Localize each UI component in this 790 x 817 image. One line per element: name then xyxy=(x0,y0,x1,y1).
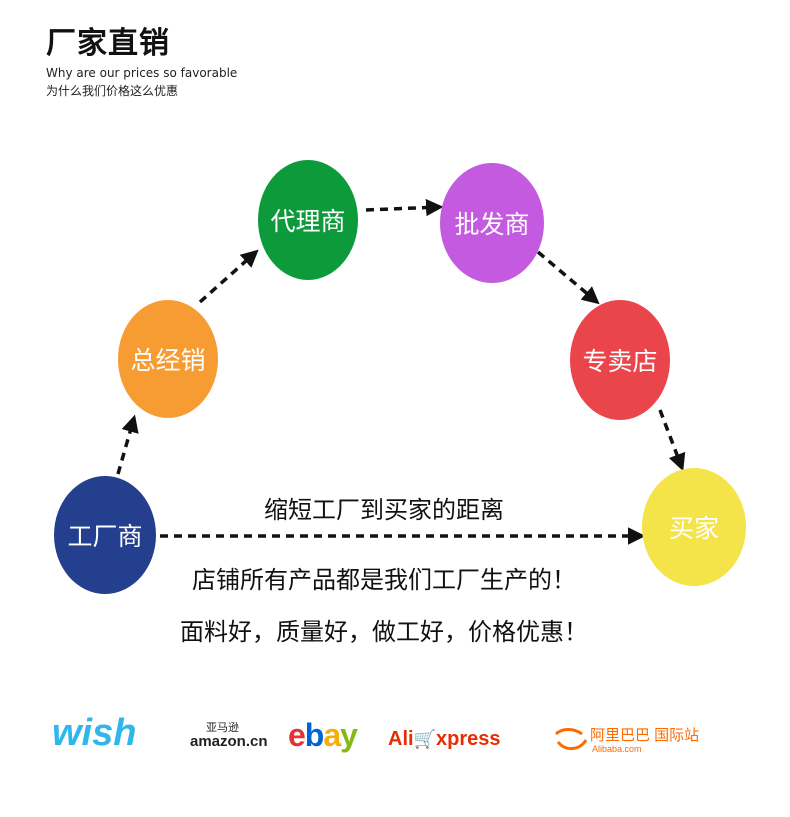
cart-icon: 🛒 xyxy=(413,729,436,749)
arrow-wholesale-to-store xyxy=(536,250,600,305)
node-wholesaler: 批发商 xyxy=(440,163,544,283)
node-buyer: 买家 xyxy=(642,468,746,586)
node-agent: 代理商 xyxy=(258,160,358,280)
quality-text: 面料好，质量好，做工好，价格优惠！ xyxy=(180,618,588,646)
aliexpress-suffix: xpress xyxy=(435,728,501,750)
ebay-logo: ebay xyxy=(288,717,358,754)
shorten-distance-text: 缩短工厂到买家的距离 xyxy=(264,496,504,524)
arrow-general-to-agent xyxy=(198,249,259,304)
arrow-store-to-buyer xyxy=(658,409,686,472)
own-factory-text: 店铺所有产品都是我们工厂生产的！ xyxy=(192,566,576,594)
alibaba-cn-logo: 阿里巴巴 国际站 xyxy=(590,727,700,744)
ebay-letter-e: e xyxy=(288,717,306,753)
alibaba-smile-icon xyxy=(554,728,588,750)
wish-logo: wish xyxy=(52,712,137,754)
subtitle-chinese: 为什么我们价格这么优惠 xyxy=(46,84,179,98)
node-store: 专卖店 xyxy=(570,300,670,420)
ebay-letter-y: y xyxy=(340,717,358,753)
aliexpress-prefix: Ali xyxy=(388,728,414,750)
subtitle-english: Why are our prices so favorable xyxy=(46,66,238,80)
alibaba-en-logo: Alibaba.com xyxy=(592,744,642,754)
node-general-distributor: 总经销 xyxy=(118,300,218,418)
node-factory: 工厂商 xyxy=(54,476,156,594)
amazon-logo: amazon.cn xyxy=(190,733,268,750)
page-title: 厂家直销 xyxy=(46,26,170,61)
arrow-factory-to-general xyxy=(116,414,139,475)
arrow-agent-to-wholesale xyxy=(365,198,444,217)
ebay-letter-b: b xyxy=(304,717,325,753)
aliexpress-logo: Ali🛒xpress xyxy=(388,728,500,751)
amazon-cn-logo-text: 亚马逊 xyxy=(206,722,239,734)
ebay-letter-a: a xyxy=(323,717,341,753)
